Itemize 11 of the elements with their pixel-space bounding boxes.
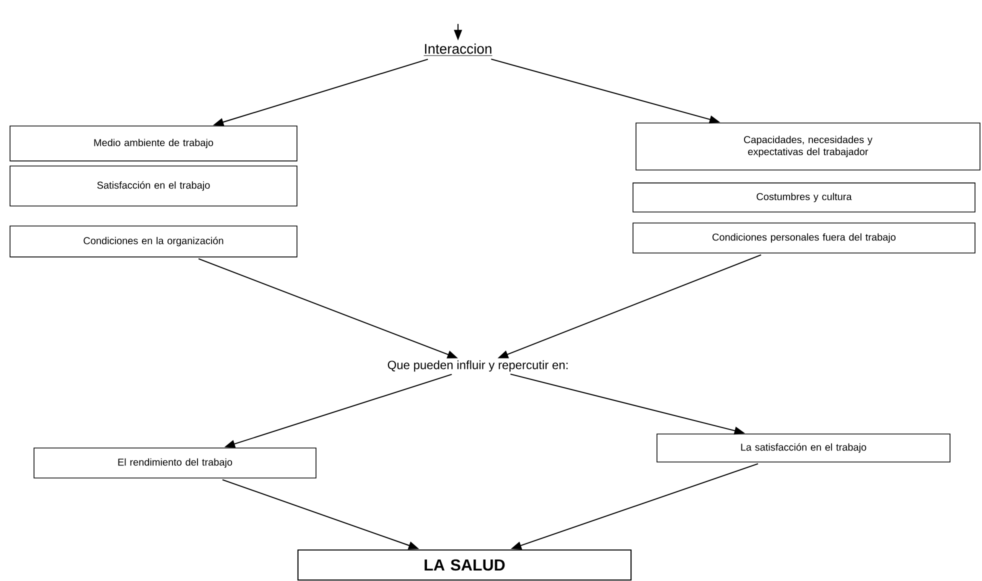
flow-text: Que pueden influir y repercutir en:	[388, 360, 568, 372]
flow-text: Interaccion	[424, 44, 493, 56]
result-box: LA SALUD	[297, 549, 632, 581]
process-box: El rendimiento del trabajo	[34, 448, 316, 478]
process-box: Satisfacción en el trabajo	[10, 166, 298, 206]
process-box: Capacidades, necesidades y expectativas del trabajador	[636, 122, 980, 170]
process-box: Costumbres y cultura	[632, 182, 976, 212]
process-box: Condiciones personales fuera del trabajo	[632, 222, 976, 254]
process-box: Condiciones en la organización	[10, 226, 298, 258]
process-box: La satisfacción en el trabajo	[656, 434, 950, 462]
process-box: Medio ambiente de trabajo	[10, 126, 298, 162]
